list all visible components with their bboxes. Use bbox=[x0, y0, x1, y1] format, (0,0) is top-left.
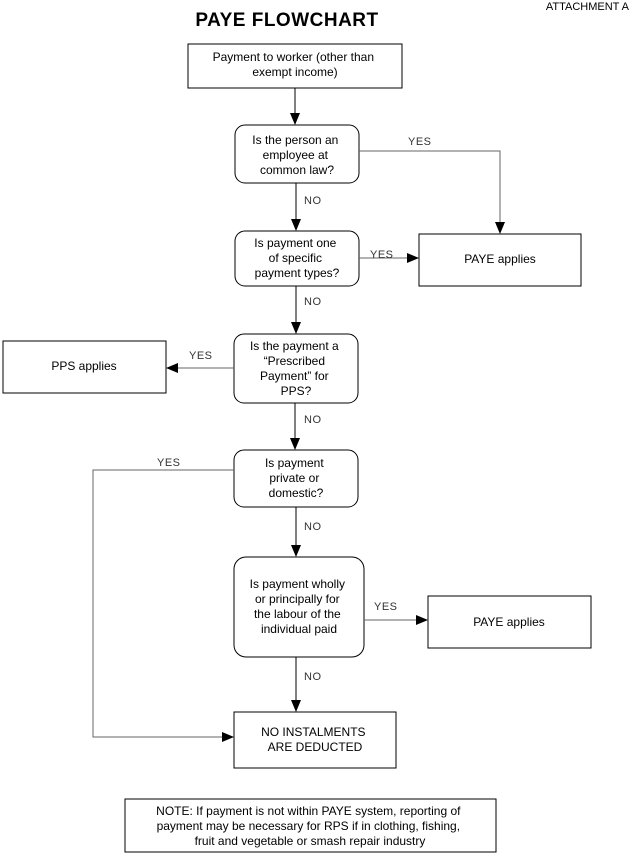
note-text-line-3: fruit and vegetable or smash repair indu… bbox=[195, 834, 426, 848]
no-instalments-text: NO INSTALMENTS ARE DEDUCTED bbox=[261, 725, 369, 754]
private-domestic-decision-text: Is payment private or domestic? bbox=[265, 456, 327, 500]
prescribed-payment-decision-text: Is the payment a “Prescribed Payment” fo… bbox=[250, 339, 342, 398]
yes-label-employee: YES bbox=[408, 136, 432, 148]
employee-decision-text: Is the person an employee at common law? bbox=[252, 133, 341, 177]
pps-applies-box bbox=[2, 340, 167, 394]
note-text: NOTE: If payment is not within PAYE syst… bbox=[156, 804, 464, 848]
start-box bbox=[187, 43, 403, 89]
end-text-line-2: ARE DEDUCTED bbox=[268, 740, 363, 754]
prescribed-text-line-2: “Prescribed bbox=[264, 354, 325, 368]
prescribed-text-line-3: Payment” for bbox=[260, 369, 329, 383]
no-label-specific: NO bbox=[304, 296, 322, 308]
pps-applies-text: PPS applies bbox=[51, 359, 116, 373]
arrow-employee-yes-to-paye bbox=[359, 150, 505, 234]
prescribed-text-line-4: PPS? bbox=[281, 384, 312, 398]
employee-text-line-2: employee at bbox=[263, 148, 329, 162]
specific-text-line-3: payment types? bbox=[255, 266, 340, 280]
paye2-text-line-1: PAYE applies bbox=[473, 615, 545, 629]
private-text-line-2: private or bbox=[269, 471, 319, 485]
prescribed-text-line-1: Is the payment a bbox=[250, 339, 339, 353]
specific-types-decision-text: Is payment one of specific payment types… bbox=[254, 236, 339, 280]
specific-text-line-2: of specific bbox=[269, 251, 322, 265]
start-text-line-1: Payment to worker (other than bbox=[213, 50, 374, 64]
private-text-line-1: Is payment bbox=[265, 456, 324, 470]
paye-applies-box-1 bbox=[418, 233, 582, 287]
employee-decision-box bbox=[234, 124, 360, 184]
no-label-employee: NO bbox=[304, 195, 322, 207]
paye-applies-text-2: PAYE applies bbox=[473, 615, 545, 629]
note-text-line-1: NOTE: If payment is not within PAYE syst… bbox=[156, 804, 461, 818]
labour-text-line-4: individual paid bbox=[261, 622, 337, 636]
labour-text-line-2: or principally for bbox=[255, 592, 340, 606]
labour-text-line-1: Is payment wholly bbox=[250, 577, 345, 591]
employee-text-line-3: common law? bbox=[260, 163, 334, 177]
no-label-private: NO bbox=[304, 521, 322, 533]
arrow-private-yes-to-end bbox=[92, 469, 234, 742]
labour-text-line-3: the labour of the bbox=[254, 607, 341, 621]
yes-label-specific: YES bbox=[370, 249, 394, 261]
paye1-text-line-1: PAYE applies bbox=[464, 252, 536, 266]
private-text-line-3: domestic? bbox=[269, 486, 324, 500]
paye-applies-box-2 bbox=[427, 595, 592, 649]
employee-text-line-1: Is the person an bbox=[252, 133, 338, 147]
note-text-line-2: payment may be necessary for RPS if in c… bbox=[157, 819, 460, 833]
yes-label-labour: YES bbox=[374, 601, 398, 613]
start-text: Payment to worker (other than exempt inc… bbox=[213, 50, 378, 79]
paye-applies-text-1: PAYE applies bbox=[464, 252, 536, 266]
yes-label-prescribed: YES bbox=[189, 350, 213, 362]
no-instalments-box bbox=[233, 711, 397, 769]
no-label-labour: NO bbox=[304, 671, 322, 683]
page-title: PAYE FLOWCHART bbox=[195, 10, 378, 31]
end-text-line-1: NO INSTALMENTS bbox=[261, 725, 365, 739]
no-label-prescribed: NO bbox=[304, 414, 322, 426]
attachment-label: ATTACHMENT A bbox=[546, 1, 630, 13]
labour-decision-box bbox=[233, 556, 365, 658]
start-text-line-2: exempt income) bbox=[252, 65, 337, 79]
specific-text-line-1: Is payment one bbox=[254, 236, 336, 250]
note-box bbox=[124, 798, 497, 853]
pps-text-line-1: PPS applies bbox=[51, 359, 116, 373]
labour-decision-text: Is payment wholly or principally for the… bbox=[250, 577, 349, 636]
yes-label-private: YES bbox=[157, 457, 181, 469]
